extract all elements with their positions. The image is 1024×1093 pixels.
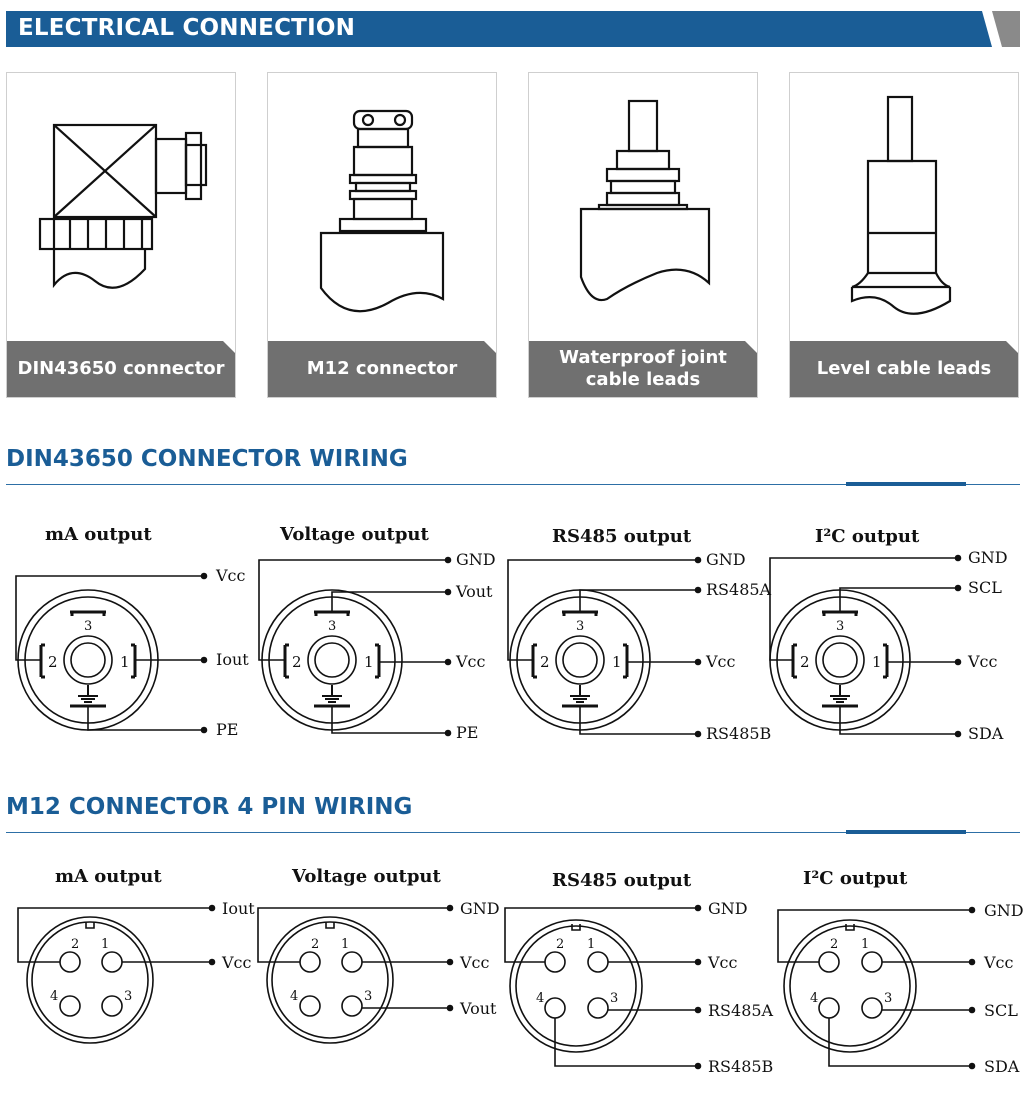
pin-label: GND: [708, 899, 748, 918]
diagram-title: RS485 output: [552, 870, 692, 891]
din-diagram-i2c: I²C output 3 2 1 GND SCL Vcc SDA: [769, 526, 1008, 743]
pin-label: RS485B: [708, 1057, 773, 1076]
pin-label: Iout: [216, 650, 249, 669]
svg-text:1: 1: [101, 937, 109, 952]
pin-label: SDA: [984, 1057, 1020, 1076]
din-wiring-diagrams: mA output 3 2 1 Vcc Iout PE Voltage outp…: [15, 524, 1008, 743]
pin-label: Vcc: [215, 566, 246, 585]
pin-label: Vcc: [967, 652, 998, 671]
pin-label: GND: [456, 550, 496, 569]
connector-label: Waterproof joint cable leads: [529, 341, 757, 397]
pin-label: RS485A: [706, 580, 772, 599]
connector-card-m12: M12 connector: [267, 72, 497, 398]
m12-connector-icon: [319, 109, 445, 313]
m12-diagram-ma: mA output 2 1 4 3 Iout Vcc: [17, 866, 255, 1044]
din-wiring-title: DIN43650 CONNECTOR WIRING: [6, 446, 408, 472]
diagram-title: mA output: [45, 524, 152, 545]
din43650-connector-icon: [38, 123, 208, 289]
pin-label: SDA: [968, 724, 1004, 743]
svg-text:2: 2: [830, 937, 838, 952]
svg-text:4: 4: [536, 991, 544, 1006]
pin-label: Vout: [459, 999, 497, 1018]
m12-diagram-i2c: I²C output 2 1 4 3 GND Vcc SCL SDA: [777, 868, 1024, 1076]
diagram-title: I²C output: [815, 526, 920, 547]
svg-text:2: 2: [540, 653, 550, 671]
svg-text:2: 2: [311, 937, 319, 952]
svg-text:1: 1: [120, 653, 130, 671]
svg-text:4: 4: [290, 989, 298, 1004]
svg-text:1: 1: [872, 653, 882, 671]
connector-label: DIN43650 connector: [7, 341, 235, 397]
m12-wiring-title: M12 CONNECTOR 4 PIN WIRING: [6, 794, 413, 820]
m12-diagram-rs485: RS485 output 2 1 4 3 GND Vcc RS485A RS48…: [504, 870, 774, 1076]
svg-text:1: 1: [341, 937, 349, 952]
pin-label: Iout: [222, 899, 255, 918]
pin-label: RS485B: [706, 724, 771, 743]
svg-text:2: 2: [48, 653, 58, 671]
svg-text:1: 1: [587, 937, 595, 952]
svg-text:2: 2: [556, 937, 564, 952]
pin-label: RS485A: [708, 1001, 774, 1020]
svg-text:4: 4: [50, 989, 58, 1004]
svg-text:2: 2: [71, 937, 79, 952]
section-rule-accent: [846, 482, 966, 486]
svg-text:3: 3: [884, 991, 892, 1006]
pin-label: GND: [984, 901, 1024, 920]
pin-label: Vcc: [983, 953, 1014, 972]
section-banner: ELECTRICAL CONNECTION: [6, 11, 1020, 47]
svg-text:1: 1: [612, 653, 622, 671]
section-rule-accent: [846, 830, 966, 834]
connector-label: M12 connector: [268, 341, 496, 397]
svg-text:3: 3: [610, 991, 618, 1006]
pin-label: Vout: [455, 582, 493, 601]
pin-label: Vcc: [707, 953, 738, 972]
connector-card-din43650: DIN43650 connector: [6, 72, 236, 398]
svg-text:3: 3: [84, 619, 92, 634]
svg-text:3: 3: [836, 619, 844, 634]
svg-text:4: 4: [810, 991, 818, 1006]
level-cable-icon: [850, 95, 952, 315]
connector-card-waterproof: Waterproof joint cable leads: [528, 72, 758, 398]
banner-title: ELECTRICAL CONNECTION: [18, 15, 356, 41]
pin-label: Vcc: [459, 953, 490, 972]
waterproof-joint-icon: [579, 99, 711, 302]
svg-text:2: 2: [800, 653, 810, 671]
din-diagram-rs485: RS485 output 3 2 1 GND RS485A Vcc RS485B: [507, 526, 772, 743]
svg-text:3: 3: [124, 989, 132, 1004]
diagram-title: I²C output: [803, 868, 908, 889]
pin-label: Vcc: [221, 953, 252, 972]
pin-label: Vcc: [705, 652, 736, 671]
din-diagram-ma: mA output 3 2 1 Vcc Iout PE: [15, 524, 249, 739]
pin-label: PE: [456, 723, 478, 742]
diagram-title: RS485 output: [552, 526, 692, 547]
svg-text:1: 1: [861, 937, 869, 952]
pin-label: PE: [216, 720, 238, 739]
svg-text:3: 3: [328, 619, 336, 634]
pin-label: GND: [968, 548, 1008, 567]
pin-label: SCL: [984, 1001, 1018, 1020]
svg-text:1: 1: [364, 653, 374, 671]
pin-label: GND: [706, 550, 746, 569]
svg-text:3: 3: [364, 989, 372, 1004]
pin-label: SCL: [968, 578, 1002, 597]
diagram-title: Voltage output: [279, 524, 430, 545]
connector-card-level-cable: Level cable leads: [789, 72, 1019, 398]
din-diagram-voltage: Voltage output 3 2 1 GND Vout Vcc PE: [258, 524, 496, 742]
section-rule: [6, 832, 1020, 833]
section-rule: [6, 484, 1020, 485]
svg-text:2: 2: [292, 653, 302, 671]
connector-label: Level cable leads: [790, 341, 1018, 397]
pin-label: GND: [460, 899, 500, 918]
diagram-title: Voltage output: [291, 866, 442, 887]
m12-wiring-diagrams: mA output 2 1 4 3 Iout Vcc Voltage outpu…: [17, 866, 1024, 1076]
svg-text:3: 3: [576, 619, 584, 634]
pin-label: Vcc: [455, 652, 486, 671]
m12-diagram-voltage: Voltage output 2 1 4 3 GND Vcc Vout: [257, 866, 500, 1044]
diagram-title: mA output: [55, 866, 162, 887]
banner-background: [6, 11, 1020, 47]
